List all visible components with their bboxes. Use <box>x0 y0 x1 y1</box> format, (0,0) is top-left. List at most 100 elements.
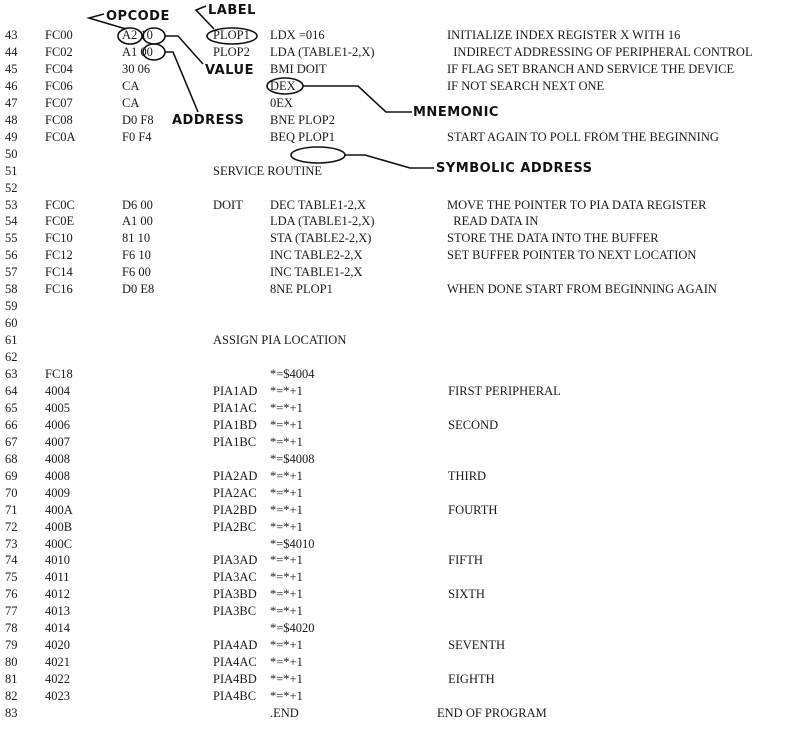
line-number: 72 <box>5 519 18 534</box>
label: PIA2AD <box>213 468 258 483</box>
comment: FIRST PERIPHERAL <box>445 383 561 398</box>
line-number: 64 <box>5 383 18 398</box>
comment: SECOND <box>445 417 499 432</box>
comment: SET BUFFER POINTER TO NEXT LOCATION <box>447 248 697 263</box>
label: ASSIGN PIA LOCATION <box>213 333 347 348</box>
object-code: 81 10 <box>122 231 151 246</box>
object-code: CA <box>122 78 140 93</box>
operation: 8NE PLOP1 <box>270 282 333 297</box>
operation: DEX <box>270 78 296 93</box>
comment: THIRD <box>445 468 487 483</box>
comment: INITIALIZE INDEX REGISTER X WITH 16 <box>447 28 681 42</box>
oval-value-10 <box>142 27 166 45</box>
listing-row: 50 <box>0 147 809 163</box>
operation: *=*+1 <box>270 604 303 619</box>
annotation-value: VALUE <box>205 63 254 78</box>
address: FC10 <box>45 231 73 246</box>
address: FC14 <box>45 265 73 280</box>
operation: LDA (TABLE1-2,X) <box>270 214 375 229</box>
listing-row: 60 <box>0 316 809 332</box>
label: PIA3AC <box>213 570 257 585</box>
line-number: 50 <box>5 146 18 161</box>
label: PIA1AD <box>213 383 258 398</box>
address: 4023 <box>45 689 70 704</box>
object-code: F6 00 <box>122 265 151 280</box>
address: FC18 <box>45 367 73 381</box>
object-code: CA <box>122 95 140 110</box>
operation: *=*+1 <box>270 655 303 670</box>
operation: *=*+1 <box>270 689 303 704</box>
comment: SEVENTH <box>445 638 506 653</box>
operation: *=$4010 <box>270 536 315 551</box>
annotation-mnemonic: MNEMONIC <box>413 105 499 120</box>
line-number: 60 <box>5 316 18 331</box>
listing-row: 64 4004 PIA1AD *=*+1 FIRST PERIPHERAL <box>0 384 809 400</box>
leader-value <box>165 35 204 65</box>
line-number: 81 <box>5 672 18 687</box>
operation: *=$4020 <box>270 621 315 636</box>
address: FC02 <box>45 44 73 59</box>
operation: *=*+1 <box>270 672 303 687</box>
address: 4013 <box>45 604 70 619</box>
line-number: 78 <box>5 621 18 636</box>
address: 4022 <box>45 672 70 687</box>
address: 4009 <box>45 485 70 500</box>
address: FC0A <box>45 129 76 144</box>
line-number: 73 <box>5 536 18 551</box>
line-number: 63 <box>5 367 18 381</box>
line-number: 46 <box>5 78 18 93</box>
line-number: 79 <box>5 638 18 653</box>
address: 4007 <box>45 434 70 449</box>
label: PIA4BD <box>213 672 257 687</box>
object-code: A1 00 <box>122 214 153 229</box>
address: 4014 <box>45 621 70 636</box>
line-number: 65 <box>5 400 18 415</box>
line-number: 61 <box>5 333 18 348</box>
operation: INC TABLE1-2,X <box>270 265 363 280</box>
label: SERVICE ROUTINE <box>213 163 323 178</box>
comment: FIFTH <box>445 553 483 568</box>
address: FC07 <box>45 95 73 110</box>
address: 4004 <box>45 383 70 398</box>
operation: *=*+1 <box>270 434 303 449</box>
address: 4005 <box>45 400 70 415</box>
operation: *=*+1 <box>270 383 303 398</box>
line-number: 56 <box>5 248 18 263</box>
operation: *=$4004 <box>270 367 315 381</box>
operation: BMI DOIT <box>270 61 327 76</box>
line-number: 76 <box>5 587 18 602</box>
listing-row: 78 4014 *=$4020 <box>0 621 809 637</box>
object-code: 30 06 <box>122 61 151 76</box>
object-code: D0 E8 <box>122 282 155 297</box>
line-number: 59 <box>5 299 18 314</box>
line-number: 62 <box>5 350 18 365</box>
listing-row: 63 FC18 *=$4004 <box>0 367 809 383</box>
address: FC00 <box>45 28 73 42</box>
line-number: 55 <box>5 231 18 246</box>
operation: INC TABLE2-2,X <box>270 248 363 263</box>
operation: BEQ PLOP1 <box>270 129 335 144</box>
line-number: 70 <box>5 485 18 500</box>
annotation-opcode: OPCODE <box>106 9 170 24</box>
comment: MOVE THE POINTER TO PIA DATA REGISTER <box>447 197 707 212</box>
comment: IF FLAG SET BRANCH AND SERVICE THE DEVIC… <box>447 61 735 76</box>
label: PIA1BC <box>213 434 257 449</box>
comment: INDIRECT ADDRESSING OF PERIPHERAL CONTRO… <box>447 44 753 59</box>
